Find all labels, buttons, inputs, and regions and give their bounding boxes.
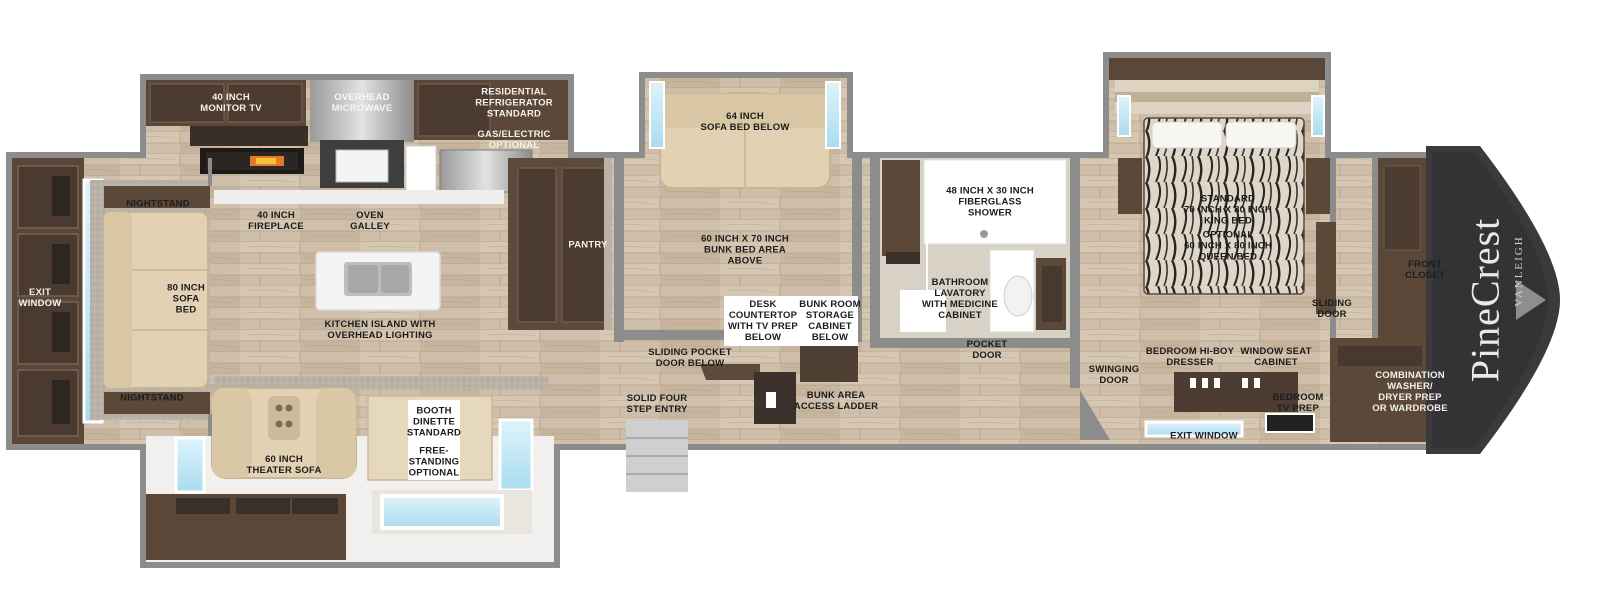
nightstand-bottom-label: NIGHTSTAND [120,392,184,404]
pantry-label: PANTRY [568,239,608,251]
brand-sublogo: VANLEIGH [1513,235,1525,307]
exit-window-right-label: EXIT WINDOW [1170,430,1238,442]
brand-logo: PineCrest [1462,217,1508,383]
nightstand-top-label: NIGHTSTAND [126,198,190,210]
